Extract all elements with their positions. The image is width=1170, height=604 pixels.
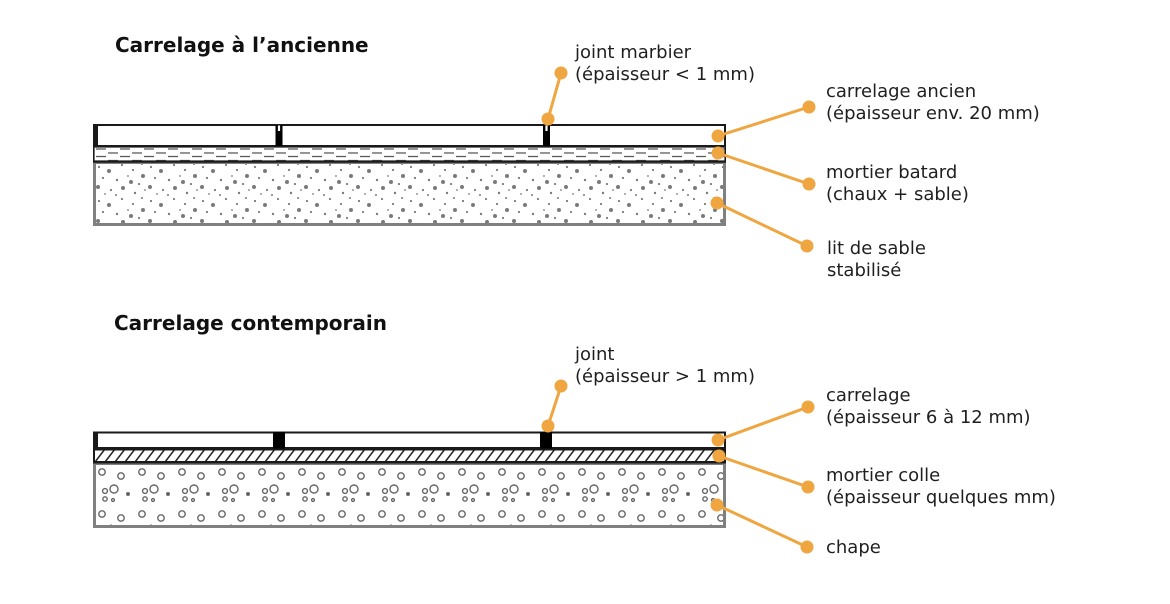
layer-lit-de-sable	[93, 161, 726, 226]
label-joint-marbier: joint marbier (épaisseur < 1 mm)	[575, 42, 755, 86]
layer-mortier-colle	[93, 448, 726, 463]
label-line: mortier colle	[826, 465, 941, 486]
leader-joint-marbier	[546, 72, 563, 120]
label-chape: chape	[826, 537, 881, 559]
label-line: lit de sable	[827, 238, 926, 259]
layer-carrelage	[93, 431, 726, 449]
joint-marbier-marks	[275, 125, 550, 146]
section-title-contemporain: Carrelage contemporain	[114, 311, 387, 335]
leader-mortier-colle	[718, 454, 809, 489]
leader-joint	[546, 385, 563, 427]
joint-marks	[273, 432, 552, 449]
label-line: mortier batard	[826, 162, 958, 183]
label-lit-de-sable: lit de sable stabilisé	[827, 238, 926, 282]
leader-dots-ancien	[541, 66, 816, 253]
leader-lit-de-sable	[716, 201, 808, 248]
layer-mortier-batard	[93, 146, 727, 163]
section-ancien-drawing	[93, 66, 816, 253]
leaders-ancien	[546, 72, 810, 248]
label-line: (épaisseur env. 20 mm)	[826, 103, 1040, 124]
label-line: joint	[575, 344, 615, 365]
tile-left-endcap	[93, 124, 98, 147]
layer-carrelage-ancien	[93, 124, 726, 147]
label-carrelage-ancien: carrelage ancien (épaisseur env. 20 mm)	[826, 81, 1040, 125]
leaders-contemporain	[546, 385, 809, 549]
label-line: carrelage	[826, 385, 911, 406]
leader-dots-contemporain	[541, 379, 815, 554]
section-title-ancien: Carrelage à l’ancienne	[115, 33, 369, 57]
label-line: stabilisé	[827, 260, 902, 281]
layer-chape	[93, 462, 726, 528]
label-joint: joint (épaisseur > 1 mm)	[575, 344, 755, 388]
leader-carrelage	[717, 405, 809, 442]
label-line: (chaux + sable)	[826, 184, 969, 205]
leader-carrelage-ancien	[717, 105, 810, 138]
label-mortier-batard: mortier batard (chaux + sable)	[826, 162, 969, 206]
label-line: (épaisseur quelques mm)	[826, 487, 1056, 508]
label-line: carrelage ancien	[826, 81, 977, 102]
section-contemporain-drawing	[93, 379, 815, 554]
label-mortier-colle: mortier colle (épaisseur quelques mm)	[826, 465, 1056, 509]
leader-chape	[716, 503, 808, 549]
label-line: joint marbier	[575, 42, 692, 63]
leader-mortier-batard	[717, 151, 810, 186]
tile-left-endcap	[93, 432, 98, 449]
label-line: chape	[826, 537, 881, 558]
label-carrelage: carrelage (épaisseur 6 à 12 mm)	[826, 385, 1031, 429]
label-line: (épaisseur > 1 mm)	[575, 366, 755, 387]
label-line: (épaisseur < 1 mm)	[575, 64, 755, 85]
label-line: (épaisseur 6 à 12 mm)	[826, 407, 1031, 428]
